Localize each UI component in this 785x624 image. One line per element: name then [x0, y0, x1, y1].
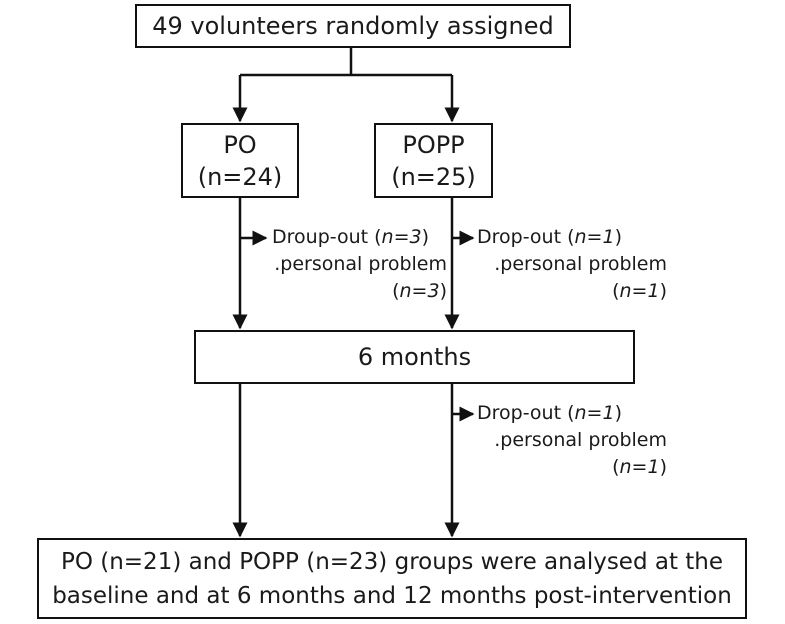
dropout-popp-1-reason-n: (n=1): [612, 280, 667, 302]
dropout-po-reason: .personal problem: [274, 253, 447, 275]
box-final-analysis: PO (n=21) and POPP (n=23) groups were an…: [37, 538, 747, 619]
dropout-po-reason-n: (n=3): [392, 280, 447, 302]
dropout-popp-1-heading: Drop-out (n=1): [477, 226, 622, 248]
box-group-popp: POPP (n=25): [374, 123, 493, 198]
dropout-po-heading: Droup-out (n=3): [272, 226, 430, 248]
dropout-note-popp-1: Drop-out (n=1) .personal problem (n=1): [477, 224, 667, 305]
final-line-2: baseline and at 6 months and 12 months p…: [52, 582, 732, 609]
box-randomized: 49 volunteers randomly assigned: [135, 4, 571, 48]
dropout-popp-2-reason-n: (n=1): [612, 456, 667, 478]
followup-text: 6 months: [357, 343, 472, 371]
group-popp-count: (n=25): [391, 162, 476, 191]
box-6-months: 6 months: [194, 330, 635, 384]
group-popp-name: POPP: [402, 130, 465, 159]
dropout-popp-2-reason: .personal problem: [494, 429, 667, 451]
dropout-note-po: Droup-out (n=3) .personal problem (n=3): [272, 224, 447, 305]
group-po-name: PO: [223, 130, 257, 159]
dropout-note-popp-2: Drop-out (n=1) .personal problem (n=1): [477, 400, 667, 481]
dropout-popp-1-reason: .personal problem: [494, 253, 667, 275]
box-group-po: PO (n=24): [181, 123, 299, 198]
randomized-text: 49 volunteers randomly assigned: [152, 12, 554, 40]
final-line-1: PO (n=21) and POPP (n=23) groups were an…: [60, 548, 724, 575]
dropout-popp-2-heading: Drop-out (n=1): [477, 402, 622, 424]
group-po-count: (n=24): [197, 162, 283, 191]
